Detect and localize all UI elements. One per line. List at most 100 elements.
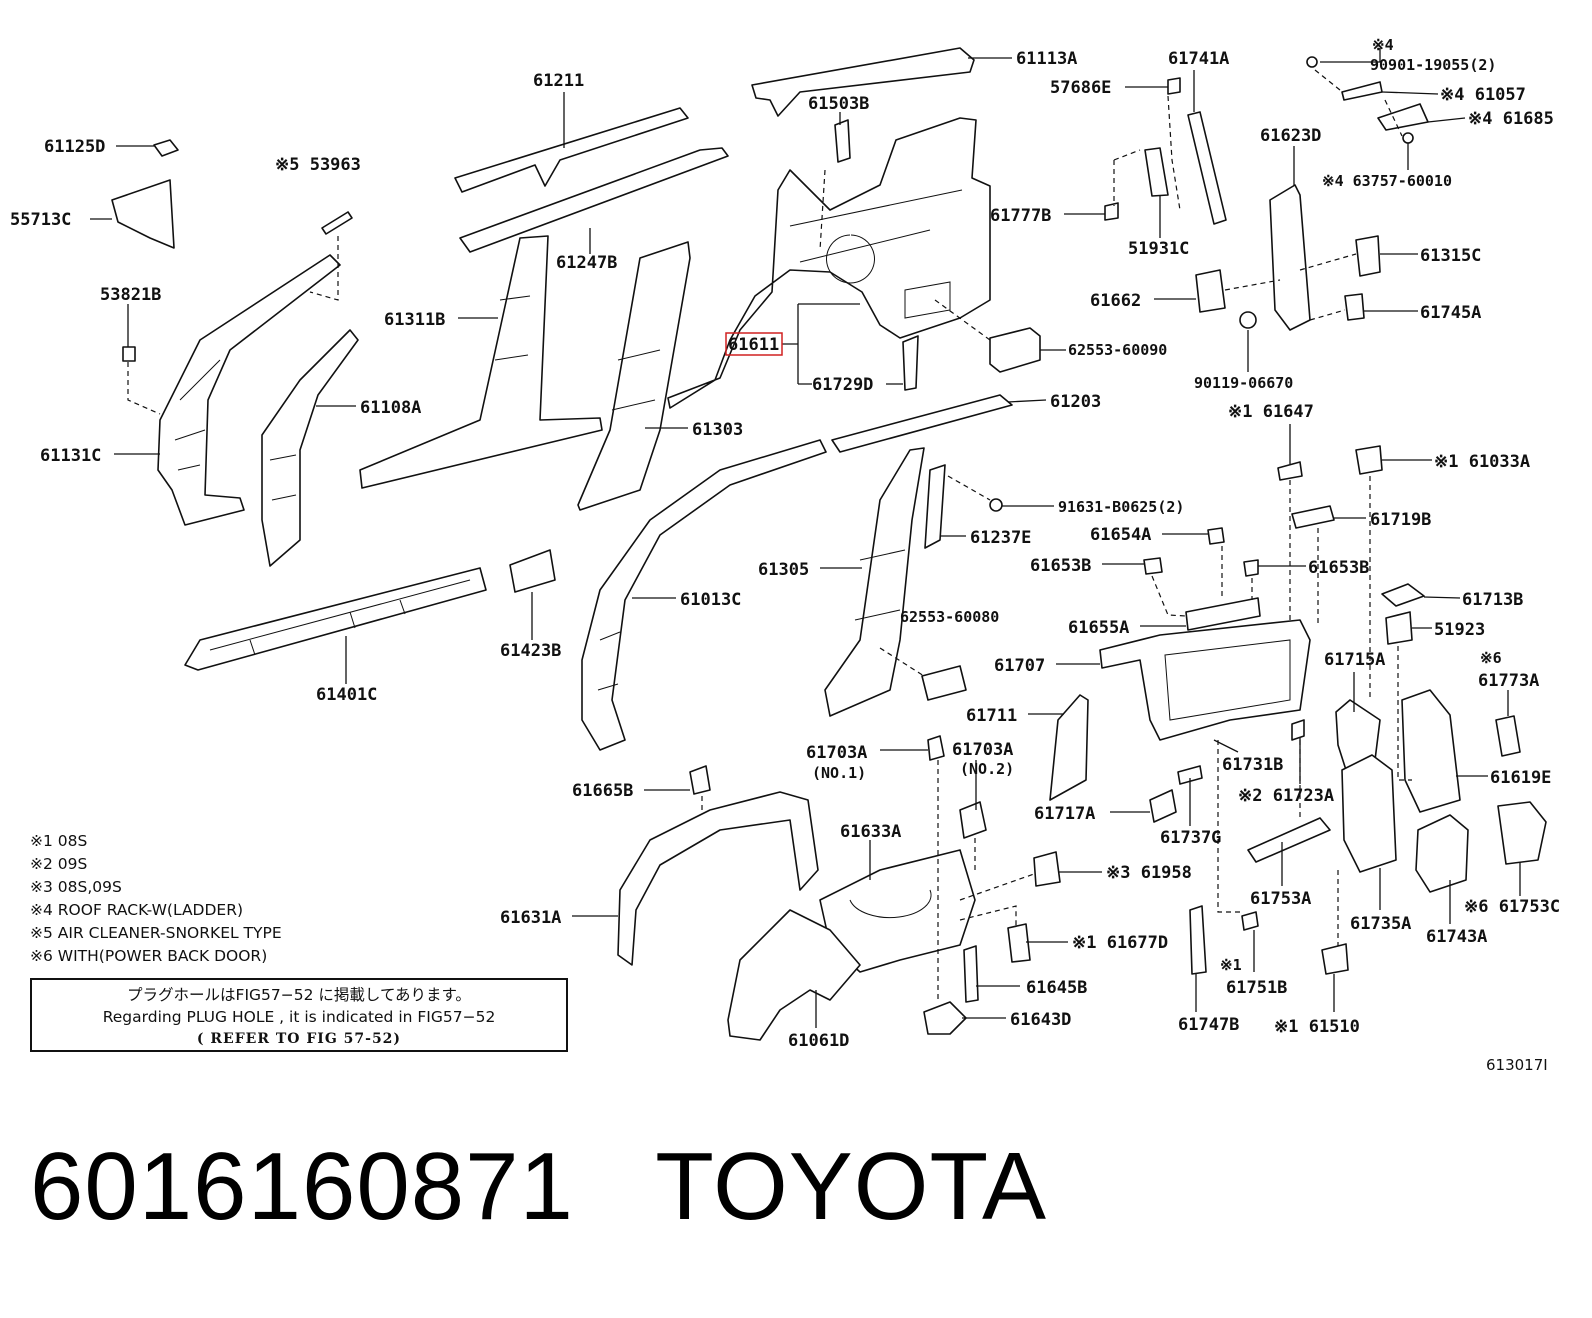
footnote-4: ※4 ROOF RACK-W(LADDER) [30,901,244,919]
label-61211: 61211 [533,71,584,91]
part-61203-shape [831,394,1013,453]
label-61703a-no2-sub: (NO.2) [960,760,1014,778]
part-61113a-shape [751,47,975,117]
part-62553-60080-shape [921,665,967,701]
label-61131c: 61131C [40,446,101,466]
part-61653b-left-shape [1143,557,1163,575]
dashed-assembly-lines [127,69,1412,1000]
part-61958-shape [1033,851,1061,887]
part-63757-shape [1402,132,1414,144]
part-61647-shape [1277,461,1303,481]
label-61745a: 61745A [1420,303,1481,323]
label-61773a: 61773A [1478,671,1539,691]
part-61619e-shape [1401,689,1461,813]
label-61633a: 61633A [840,822,901,842]
label-57686e: 57686E [1050,78,1111,98]
part-number-title: 6016160871 TOYOTA [30,1133,1048,1240]
label-91631: 91631-B0625(2) [1058,498,1184,516]
part-61125d-shape [153,139,179,157]
label-61623d: 61623D [1260,126,1321,146]
footnote-2: ※2 09S [30,855,88,873]
footnote-1: ※1 08S [30,832,88,850]
label-61777b: 61777B [990,206,1051,226]
label-61401c: 61401C [316,685,377,705]
label-61653b-left: 61653B [1030,556,1091,576]
label-61723a: ※2 61723A [1238,786,1334,806]
part-61653b-right-shape [1243,559,1259,577]
part-57686e-shape [1167,77,1181,95]
label-61503b: 61503B [808,94,869,114]
label-61033a: ※1 61033A [1434,452,1530,472]
part-61645b-shape [963,945,979,1003]
part-61677d-shape [1007,923,1031,963]
label-61647: ※1 61647 [1228,402,1314,422]
part-61773a-shape [1495,715,1521,757]
part-61753c-shape [1497,801,1547,865]
part-91631-shape [989,498,1003,512]
label-61315c: 61315C [1420,246,1481,266]
part-61211-shape [454,107,689,193]
part-55713c-shape [111,179,175,249]
label-61715a: 61715A [1324,650,1385,670]
label-61611: 61611 [728,335,779,355]
footnote-6: ※6 WITH(POWER BACK DOOR) [30,947,268,965]
part-51931c-shape [1144,147,1169,197]
label-61703a-no2: 61703A [952,740,1013,760]
part-61061d-shape [727,909,861,1041]
part-labels: 61211 61113A 61741A 57686E 61503B ※4 909… [10,36,1560,1051]
part-61423b-shape [509,549,556,593]
label-61751b-mark: ※1 [1220,956,1242,974]
label-63757: ※4 63757-60010 [1322,172,1452,190]
plug-hole-reference-box: プラグホールはFIG57−52 に掲載してあります。 Regarding PLU… [30,978,568,1052]
part-61611-shape [667,117,991,409]
part-shapes [111,47,1547,1041]
label-55713c: 55713C [10,210,71,230]
label-51931c: 51931C [1128,239,1189,259]
footnote-3: ※3 08S,09S [30,878,122,896]
part-61315c-shape [1355,235,1381,277]
part-61631a-shape [617,791,819,966]
label-61713b: 61713B [1462,590,1523,610]
part-53963-shape [321,211,353,235]
label-61311b: 61311B [384,310,445,330]
label-61753c: ※6 61753C [1464,897,1560,917]
label-61711: 61711 [966,706,1017,726]
label-61729d: 61729D [812,375,873,395]
label-61741a: 61741A [1168,49,1229,69]
label-61958: ※3 61958 [1106,863,1192,883]
label-61735a: 61735A [1350,914,1411,934]
part-61401c-shape [184,567,487,671]
part-61717a-shape [1149,789,1177,823]
label-61717a: 61717A [1034,804,1095,824]
part-61643d-shape [923,1001,967,1035]
part-90119-shape [1239,311,1257,329]
part-61131c-shape [157,254,341,526]
part-61654a-shape [1207,527,1225,545]
part-61745a-shape [1344,293,1365,321]
label-90119: 90119-06670 [1194,374,1293,392]
part-53821b-shape [122,346,136,362]
label-61707: 61707 [994,656,1045,676]
part-61311b-shape [359,235,603,489]
part-90901-shape [1306,56,1318,68]
label-61057: ※4 61057 [1440,85,1526,105]
part-61753a-shape [1247,817,1331,863]
part-51923-shape [1385,611,1413,645]
label-61645b: 61645B [1026,978,1087,998]
reference-line-japanese: プラグホールはFIG57−52 に掲載してあります。 [127,986,471,1004]
label-53821b: 53821B [100,285,161,305]
part-61303-shape [577,241,691,511]
part-61743a-shape [1415,814,1469,893]
label-61655a: 61655A [1068,618,1129,638]
part-61503b-shape [834,119,851,163]
label-61753a: 61753A [1250,889,1311,909]
label-61423b: 61423B [500,641,561,661]
label-61125d: 61125D [44,137,105,157]
label-61619e: 61619E [1490,768,1551,788]
label-61737g: 61737G [1160,828,1221,848]
part-61662-shape [1195,269,1226,313]
footnote-5: ※5 AIR CLEANER-SNORKEL TYPE [30,924,282,942]
label-61731b: 61731B [1222,755,1283,775]
label-61303: 61303 [692,420,743,440]
